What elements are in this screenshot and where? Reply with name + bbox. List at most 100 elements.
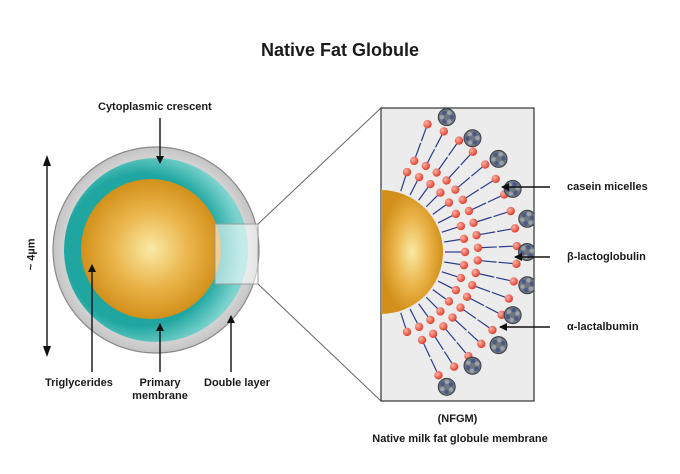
membrane-detail bbox=[381, 108, 534, 396]
zoom-window bbox=[214, 223, 259, 285]
protein-subunit bbox=[449, 114, 454, 120]
protein-subunit bbox=[444, 389, 449, 395]
lipid-tail bbox=[420, 127, 427, 142]
lipid-tail bbox=[455, 319, 467, 331]
protein-subunit bbox=[467, 131, 472, 137]
lipid-head bbox=[417, 335, 427, 345]
lipid-tail bbox=[465, 189, 480, 199]
lipid-head bbox=[439, 127, 448, 136]
lipid-head bbox=[497, 310, 506, 319]
lipid-head bbox=[509, 277, 518, 286]
lipid-tail bbox=[430, 358, 438, 372]
beta-lactoglobulin-label: β-lactoglobulin bbox=[567, 251, 646, 263]
lipid-head bbox=[402, 167, 412, 177]
protein-subunit bbox=[465, 136, 470, 141]
protein-subunit bbox=[523, 221, 528, 226]
double-layer-label: Double layer bbox=[204, 377, 271, 389]
protein-subunit bbox=[509, 317, 514, 323]
protein-subunit bbox=[497, 338, 502, 343]
lipid-tail bbox=[434, 336, 444, 351]
protein-subunit bbox=[449, 382, 454, 387]
lipid-tail bbox=[409, 180, 418, 196]
zoom-line-bottom bbox=[257, 283, 382, 402]
lipid-head bbox=[512, 259, 521, 269]
lipid-tail bbox=[425, 296, 438, 309]
lipid-tail bbox=[479, 273, 495, 278]
lipid-head bbox=[428, 329, 438, 339]
lipid-tail bbox=[477, 319, 490, 329]
protein-subunit bbox=[508, 191, 514, 196]
protein-subunit bbox=[447, 110, 452, 116]
lipid-tail bbox=[441, 226, 458, 233]
lipid-head bbox=[448, 313, 457, 322]
lipid-tail bbox=[437, 280, 453, 289]
protein-subunit bbox=[526, 245, 531, 250]
lipid-head bbox=[456, 221, 466, 231]
lipid-head bbox=[454, 136, 464, 145]
lipid-tail bbox=[481, 246, 497, 249]
protein-subunit bbox=[528, 286, 534, 291]
protein-subunit bbox=[500, 346, 505, 351]
primary-membrane-line2: membrane bbox=[132, 389, 188, 402]
lipid-head bbox=[488, 325, 497, 335]
protein-subunit bbox=[491, 157, 496, 162]
protein-subunit bbox=[514, 316, 519, 321]
protein-subunit bbox=[491, 344, 497, 350]
protein-subunit bbox=[523, 287, 529, 293]
lipid-head bbox=[444, 198, 454, 207]
protein-subunit bbox=[498, 152, 503, 157]
lipid-head bbox=[456, 273, 466, 283]
protein-subunit bbox=[492, 339, 497, 345]
lipid-tail bbox=[485, 305, 499, 314]
lipid-head bbox=[491, 174, 500, 184]
lipid-tail bbox=[477, 216, 492, 223]
lipid-tail bbox=[444, 238, 461, 243]
protein-subunit bbox=[440, 386, 445, 392]
lipid-tail bbox=[400, 312, 407, 329]
lipid-head bbox=[467, 280, 477, 290]
lipid-tail bbox=[463, 309, 477, 320]
lipid-tail bbox=[470, 298, 485, 307]
lipid-head bbox=[473, 243, 483, 252]
protein-subunit bbox=[506, 309, 512, 314]
lipid-head bbox=[458, 195, 468, 205]
lipid-tail bbox=[472, 202, 487, 210]
core-section bbox=[381, 190, 443, 314]
lipid-head bbox=[439, 322, 448, 331]
lipid-head bbox=[462, 292, 472, 301]
lipid-head bbox=[414, 322, 424, 332]
lipid-tail bbox=[441, 271, 458, 278]
lipid-tail bbox=[400, 175, 407, 192]
zoom-line-top bbox=[257, 107, 382, 225]
lipid-head bbox=[423, 120, 432, 129]
nfgm-abbrev-label: (NFGM) bbox=[437, 413, 478, 425]
lipid-tail bbox=[491, 291, 506, 298]
size-label: ~ 4µm bbox=[25, 238, 38, 271]
protein-subunit bbox=[474, 366, 479, 371]
alpha-lactalbumin-label: α-lactalbumin bbox=[567, 321, 639, 333]
lipid-tail bbox=[497, 228, 512, 233]
lipid-tail bbox=[409, 308, 418, 324]
protein-subunit bbox=[529, 281, 534, 287]
triglyceride-core bbox=[81, 179, 221, 319]
protein-subunit bbox=[465, 365, 471, 371]
protein-subunit bbox=[513, 190, 518, 196]
lipid-head bbox=[409, 156, 419, 166]
diagram-title: Native Fat Globule bbox=[260, 40, 420, 60]
lipid-head bbox=[468, 147, 478, 156]
protein-subunit bbox=[519, 250, 525, 256]
protein-subunit bbox=[528, 220, 533, 225]
lipid-head bbox=[464, 206, 474, 216]
protein-subunit bbox=[505, 314, 511, 319]
protein-subunit bbox=[501, 156, 506, 161]
lipid-tail bbox=[418, 303, 429, 318]
lipid-tail bbox=[448, 166, 460, 178]
lipid-head bbox=[414, 172, 424, 182]
lipid-head bbox=[436, 188, 445, 197]
lipid-tail bbox=[498, 245, 513, 248]
protein-subunit bbox=[467, 140, 473, 145]
lipid-tail bbox=[487, 195, 501, 203]
protein-subunit bbox=[515, 311, 520, 316]
lipid-tail bbox=[448, 143, 458, 156]
protein-subunit bbox=[511, 307, 516, 313]
